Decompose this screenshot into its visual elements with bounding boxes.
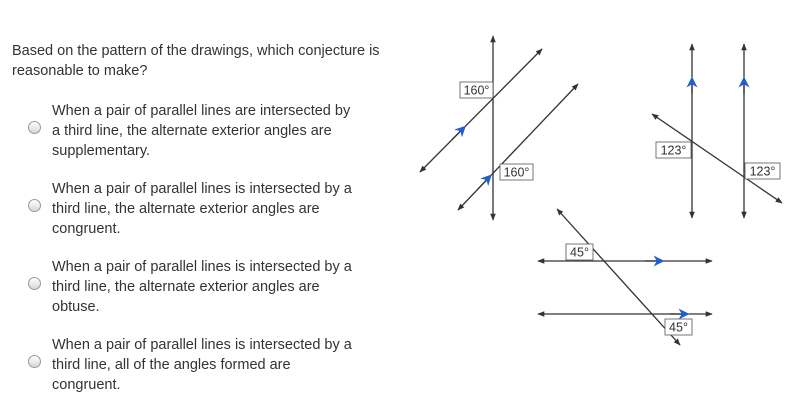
d1-angle-label-bottom: 160° xyxy=(499,163,534,181)
svg-text:123°: 123° xyxy=(750,165,776,179)
diagram-3 xyxy=(537,208,713,346)
d3-angle-label-bottom: 45° xyxy=(664,318,693,336)
d1-parallel-line-2 xyxy=(457,83,579,211)
option-c-text: When a pair of parallel lines is interse… xyxy=(52,259,352,315)
d1-parallel-marker-2 xyxy=(477,174,492,190)
d1-parallel-line-1 xyxy=(419,48,543,173)
d2-transversal xyxy=(651,113,783,204)
option-b-radio[interactable] xyxy=(28,199,41,212)
svg-text:160°: 160° xyxy=(504,166,530,180)
d1-angle-label-top: 160° xyxy=(459,81,494,99)
question-text: Based on the pattern of the drawings, wh… xyxy=(12,43,380,79)
d3-transversal xyxy=(556,208,681,346)
diagram-2 xyxy=(651,43,783,219)
answer-options: When a pair of parallel lines are inters… xyxy=(28,103,352,393)
option-d-text: When a pair of parallel lines is interse… xyxy=(52,337,352,393)
option-a-radio[interactable] xyxy=(28,121,41,134)
diagram-1 xyxy=(419,35,579,221)
svg-text:160°: 160° xyxy=(464,84,490,98)
d3-angle-label-top: 45° xyxy=(565,243,594,261)
d2-angle-label-left: 123° xyxy=(655,141,692,159)
svg-text:123°: 123° xyxy=(661,144,687,158)
svg-text:45°: 45° xyxy=(570,246,589,260)
option-c-radio[interactable] xyxy=(28,277,41,290)
d2-angle-label-right: 123° xyxy=(744,162,781,180)
d1-parallel-marker-1 xyxy=(451,125,466,141)
option-a-text: When a pair of parallel lines are inters… xyxy=(52,103,351,159)
option-b-text: When a pair of parallel lines is interse… xyxy=(52,181,352,237)
option-d-radio[interactable] xyxy=(28,355,41,368)
svg-text:45°: 45° xyxy=(669,321,688,335)
